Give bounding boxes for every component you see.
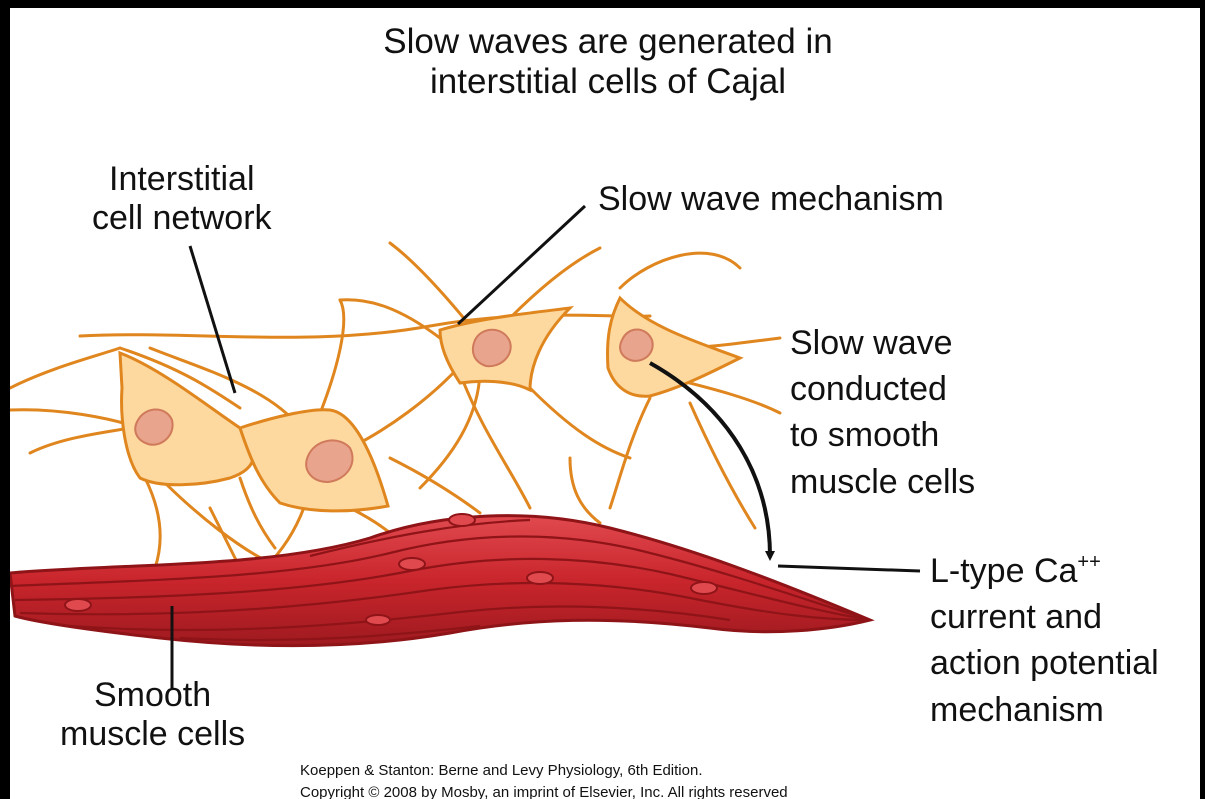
smooth-muscle-bundle <box>10 514 870 646</box>
icc-cell-1 <box>120 353 254 485</box>
label-ltype-ca-current: L-type Ca++ current and action potential… <box>930 548 1159 733</box>
muscle-nucleus <box>65 599 91 611</box>
copyright-credit: Koeppen & Stanton: Berne and Levy Physio… <box>300 760 788 799</box>
credit-line-2: Copyright © 2008 by Mosby, an imprint of… <box>300 782 788 799</box>
icc-cell-2 <box>240 410 388 511</box>
label-line: muscle cells <box>790 459 975 505</box>
icc-nucleus <box>135 410 172 445</box>
label-line: action potential <box>930 640 1159 686</box>
label-slow-wave-conducted: Slow wave conducted to smooth muscle cel… <box>790 320 975 505</box>
label-line: mechanism <box>930 687 1159 733</box>
icc-nucleus <box>473 330 511 366</box>
muscle-nucleus <box>691 582 717 594</box>
title-line-1: Slow waves are generated in <box>258 22 958 62</box>
label-slow-wave-mechanism: Slow wave mechanism <box>598 180 944 219</box>
ltype-superscript: ++ <box>1077 551 1100 573</box>
leader-ltype <box>778 566 920 571</box>
diagram-panel: Slow waves are generated in interstitial… <box>10 8 1200 799</box>
label-line: cell network <box>92 199 272 238</box>
credit-line-1: Koeppen & Stanton: Berne and Levy Physio… <box>300 760 788 782</box>
label-line: to smooth <box>790 412 975 458</box>
label-line: L-type Ca++ <box>930 548 1159 594</box>
label-line: muscle cells <box>60 715 245 754</box>
label-line: conducted <box>790 366 975 412</box>
icc-cell-4 <box>608 298 741 396</box>
ltype-text: L-type Ca <box>930 552 1077 590</box>
label-smooth-muscle-cells: Smooth muscle cells <box>60 676 245 754</box>
title-line-2: interstitial cells of Cajal <box>258 62 958 102</box>
muscle-nucleus <box>527 572 553 584</box>
label-line: Slow wave <box>790 320 975 366</box>
muscle-nucleus <box>449 514 475 526</box>
diagram-title: Slow waves are generated in interstitial… <box>258 22 958 103</box>
label-line: Interstitial <box>92 160 272 199</box>
icc-nucleus <box>620 330 653 361</box>
muscle-nucleus <box>366 615 390 625</box>
muscle-nucleus <box>399 558 425 570</box>
label-line: current and <box>930 594 1159 640</box>
label-interstitial-cell-network: Interstitial cell network <box>92 160 272 238</box>
label-line: Smooth <box>60 676 245 715</box>
